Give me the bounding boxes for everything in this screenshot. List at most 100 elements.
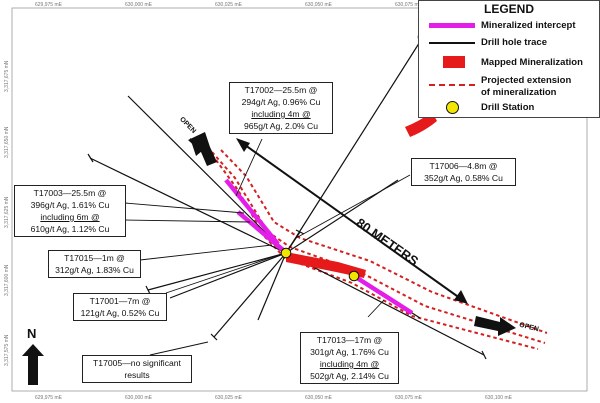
bottom-tick-2: 630,000 mE	[125, 395, 153, 401]
top-tick-1: 629,975 mE	[35, 2, 63, 8]
north-label: N	[27, 326, 37, 341]
scale-arrow	[236, 138, 468, 304]
left-tick-2: 3,317,650 mN	[4, 126, 10, 158]
leader-t17005	[149, 341, 209, 356]
trace-t17015	[147, 252, 287, 291]
callout-t17013-line2: 301g/t Ag, 1.76% Cu	[310, 347, 389, 357]
legend-symbol-station	[446, 101, 459, 114]
callout-t17002-line1: T17002—25.5m @	[244, 85, 318, 95]
trace-t17001	[169, 252, 287, 299]
tick-b	[145, 285, 151, 295]
callout-t17002: T17002—25.5m @ 294g/t Ag, 0.96% Cu inclu…	[229, 82, 333, 134]
top-tick-4: 630,050 mE	[305, 2, 333, 8]
legend-symbol-intercept	[429, 23, 475, 28]
callout-t17013-line1: T17013—17m @	[316, 335, 383, 345]
grid-labels: 629,975 mE 630,000 mE 630,025 mE 630,050…	[4, 2, 513, 401]
mapped-mineralization-main	[286, 252, 366, 278]
left-tick-1: 3,317,675 mN	[4, 60, 10, 92]
legend-label-station: Drill Station	[481, 102, 535, 113]
callout-t17006-line2: 352g/t Ag, 0.58% Cu	[424, 173, 503, 183]
bottom-tick-1: 629,975 mE	[35, 395, 63, 401]
tick-e	[295, 229, 305, 235]
leader-t17003-a	[124, 202, 245, 214]
trace-end-ticks	[87, 153, 487, 360]
drill-station-main	[280, 247, 292, 259]
callout-t17003-line1: T17003—25.5m @	[33, 188, 107, 198]
callout-t17013-line4: 502g/t Ag, 2.14% Cu	[310, 371, 389, 381]
tick-a	[87, 153, 94, 163]
callout-t17001-line2: 121g/t Ag, 0.52% Cu	[80, 308, 160, 318]
leader-t17002	[235, 138, 263, 197]
legend-symbol-mapped	[443, 56, 465, 68]
tick-c	[210, 333, 218, 341]
callout-t17003-line3: including 6m @	[40, 212, 100, 222]
top-tick-2: 630,000 mE	[125, 2, 153, 8]
projected-extension-upper-2	[220, 149, 548, 334]
callout-t17015: T17015—1m @ 312g/t Ag, 1.83% Cu	[48, 250, 141, 278]
callout-t17002-line3: including 4m @	[251, 109, 311, 119]
callout-t17001: T17001—7m @ 121g/t Ag, 0.52% Cu	[73, 293, 167, 321]
callout-t17003-line4: 610g/t Ag, 1.12% Cu	[30, 224, 110, 234]
bottom-tick-3: 630,025 mE	[215, 395, 243, 401]
trace-t17002	[285, 36, 424, 254]
callout-t17005: T17005—no significant results	[82, 355, 192, 383]
scale-arrowhead-start	[236, 138, 250, 152]
scale-arrowhead-end	[454, 290, 468, 304]
scale-line	[237, 139, 465, 302]
legend: LEGEND Mineralized intercept Drill hole …	[418, 0, 600, 118]
trace-t17013	[285, 252, 485, 356]
legend-symbol-projected	[429, 84, 475, 86]
intercept-t17003	[236, 210, 285, 252]
bottom-tick-5: 630,075 mE	[395, 395, 423, 401]
top-tick-5: 630,075 mE	[395, 2, 423, 8]
bottom-tick-4: 630,050 mE	[305, 395, 333, 401]
callout-t17002-line4: 965g/t Ag, 2.0% Cu	[243, 121, 319, 131]
intercept-t17002	[224, 178, 280, 246]
open-arrowhead-nw	[190, 138, 208, 156]
trace-nw	[127, 95, 287, 254]
callout-t17015-line2: 312g/t Ag, 1.83% Cu	[55, 265, 134, 275]
left-tick-5: 3,317,575 mN	[4, 334, 10, 366]
legend-label-projected-1: Projected extension	[481, 75, 572, 86]
callout-t17001-line1: T17001—7m @	[89, 296, 151, 306]
mapped-mineralization-ne	[405, 112, 437, 137]
trace-t17005	[213, 252, 287, 338]
trace-t17003	[89, 157, 287, 254]
top-tick-3: 630,025 mE	[215, 2, 243, 8]
legend-title: LEGEND	[483, 2, 534, 16]
open-arrow-se	[474, 316, 516, 336]
bottom-tick-6: 630,100 mE	[485, 395, 513, 401]
callout-t17006-line1: T17006—4.8m @	[429, 161, 498, 171]
trace-t17005b	[257, 252, 287, 321]
legend-label-trace: Drill hole trace	[481, 37, 547, 48]
leader-t17015	[139, 244, 273, 261]
callout-t17013: T17013—17m @ 301g/t Ag, 1.76% Cu includi…	[300, 332, 399, 384]
mineralized-intercepts	[224, 178, 414, 315]
left-tick-4: 3,317,600 mN	[4, 264, 10, 296]
callout-t17005-line2: results	[124, 370, 150, 380]
callout-t17013-line3: including 4m @	[319, 359, 380, 369]
callout-t17006: T17006—4.8m @ 352g/t Ag, 0.58% Cu	[411, 158, 516, 186]
leader-t17001	[165, 255, 277, 294]
tick-d	[481, 350, 487, 360]
leader-t17003-b	[124, 219, 251, 223]
drill-station-se	[348, 270, 360, 282]
callout-t17003: T17003—25.5m @ 396g/t Ag, 1.61% Cu inclu…	[14, 185, 126, 237]
legend-label-projected-2: of mineralization	[481, 87, 557, 98]
leader-t17006	[295, 174, 411, 239]
legend-symbol-trace	[429, 42, 475, 44]
north-arrow	[22, 344, 44, 385]
intercept-t17013	[352, 274, 414, 315]
legend-label-intercept: Mineralized intercept	[481, 20, 576, 31]
callout-t17003-line2: 396g/t Ag, 1.61% Cu	[30, 200, 110, 210]
leader-t17013	[367, 299, 385, 318]
callout-t17005-line1: T17005—no significant	[93, 358, 181, 368]
map-frame	[11, 7, 588, 392]
left-tick-3: 3,317,625 mN	[4, 196, 10, 228]
leader-lines	[124, 138, 411, 356]
callout-t17002-line2: 294g/t Ag, 0.96% Cu	[241, 97, 321, 107]
callout-t17015-line1: T17015—1m @	[64, 253, 125, 263]
legend-label-mapped: Mapped Mineralization	[481, 57, 583, 68]
